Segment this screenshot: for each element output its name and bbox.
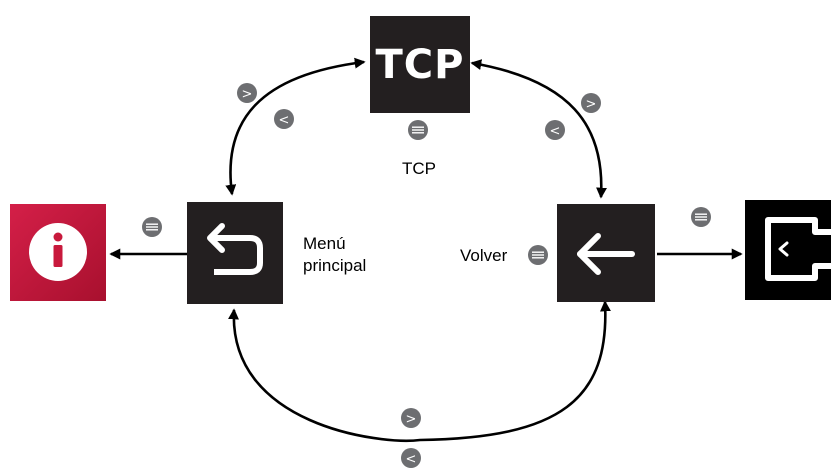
- next-symbol: >: [406, 412, 417, 427]
- main-menu-label: Menú principal: [303, 233, 366, 277]
- prev-button-top-right[interactable]: <: [545, 120, 565, 140]
- tcp-tile[interactable]: TCP: [370, 16, 470, 113]
- prev-symbol: <: [550, 124, 561, 139]
- next-button-top-left[interactable]: >: [237, 83, 257, 103]
- main-menu-label-line2: principal: [303, 256, 367, 275]
- exit-tile[interactable]: [745, 200, 831, 300]
- enter-button-icon[interactable]: [528, 245, 548, 265]
- return-arrow-icon: [207, 223, 263, 275]
- prev-symbol: <: [279, 113, 290, 128]
- exit-door-icon: [765, 217, 831, 281]
- main-menu-tile[interactable]: [187, 202, 283, 304]
- left-arrow-icon: [577, 233, 635, 275]
- arc-main-menu-to-back-bottom: [228, 300, 611, 442]
- next-button-bottom[interactable]: >: [401, 408, 421, 428]
- next-button-top-right[interactable]: >: [581, 93, 601, 113]
- prev-button-bottom[interactable]: <: [401, 448, 421, 468]
- arc-tcp-to-back: [470, 59, 607, 199]
- next-symbol: >: [242, 87, 253, 102]
- back-label: Volver: [460, 246, 508, 265]
- main-menu-label-line1: Menú: [303, 234, 346, 253]
- info-icon[interactable]: [10, 204, 106, 301]
- next-symbol: >: [586, 97, 597, 112]
- arc-main-menu-to-tcp: [225, 57, 366, 196]
- enter-button-icon[interactable]: [691, 207, 711, 227]
- tcp-label: TCP: [402, 159, 436, 178]
- enter-button-icon[interactable]: [408, 120, 428, 140]
- tcp-text-icon: TCP: [375, 41, 465, 88]
- prev-symbol: <: [406, 452, 417, 467]
- enter-button-icon[interactable]: [142, 217, 162, 237]
- back-tile[interactable]: [557, 204, 655, 302]
- prev-button-top-left[interactable]: <: [274, 109, 294, 129]
